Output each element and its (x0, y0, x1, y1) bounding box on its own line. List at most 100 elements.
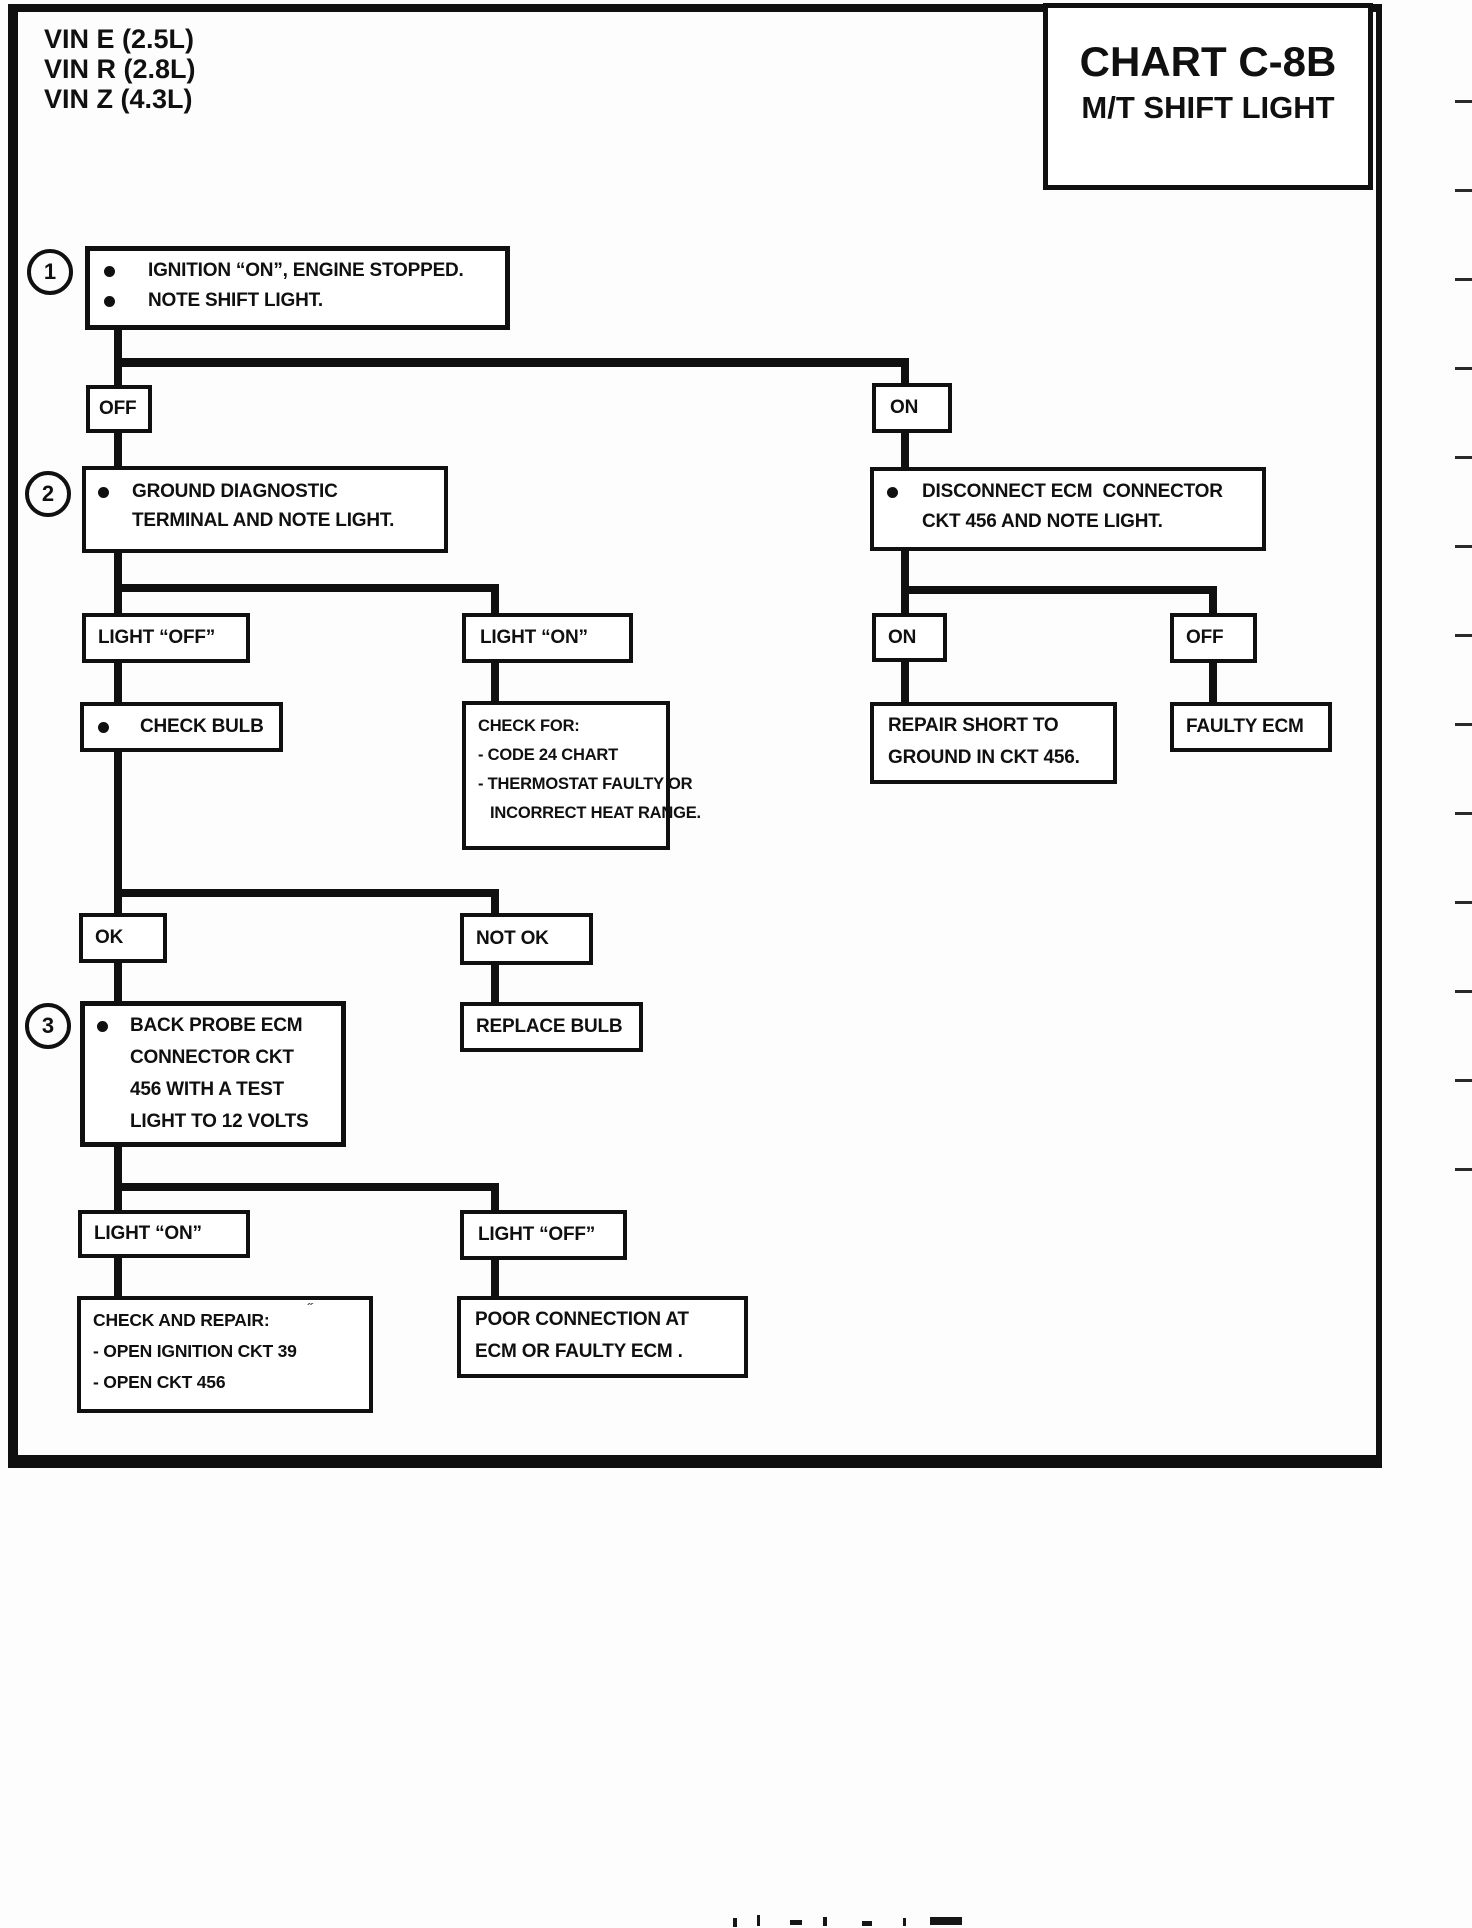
replace-bulb-label: REPLACE BULB (476, 1016, 623, 1037)
node-step2-line: TERMINAL AND NOTE LIGHT. (132, 510, 395, 531)
chart-title: CHART C-8B (1079, 38, 1337, 85)
node-check-and-repair: CHECK AND REPAIR: - OPEN IGNITION CKT 39… (77, 1296, 373, 1413)
connector-line (114, 584, 499, 592)
node-step3-line: 456 WITH A TEST (130, 1079, 284, 1100)
node-repair-short-line: GROUND IN CKT 456. (888, 747, 1080, 768)
connector-line (114, 963, 122, 1004)
connector-line (114, 328, 122, 360)
margin-tick (1455, 456, 1472, 459)
node-step3: BACK PROBE ECM CONNECTOR CKT 456 WITH A … (80, 1001, 346, 1147)
node-check-for-line: - CODE 24 CHART (478, 746, 619, 764)
node-disconnect-ecm-line: DISCONNECT ECM CONNECTOR (922, 481, 1223, 502)
cutoff-print-fragment (930, 1917, 962, 1925)
node-disconnect-ecm-line: CKT 456 AND NOTE LIGHT. (922, 511, 1163, 532)
branch-on-label: ON (890, 397, 919, 418)
connector-line (901, 365, 909, 385)
connector-line (901, 662, 909, 704)
node-repair-short-line: REPAIR SHORT TO (888, 715, 1059, 736)
step-badge-1: 1 (27, 249, 73, 295)
connector-line (901, 433, 909, 469)
node-poor-connection-line: POOR CONNECTION AT (475, 1309, 689, 1330)
bullet-dot (887, 486, 898, 498)
connector-line (491, 965, 499, 1004)
node-step1-line: IGNITION “ON”, ENGINE STOPPED. (148, 260, 464, 281)
node-replace-bulb: REPLACE BULB (460, 1002, 643, 1052)
node-branch-off: OFF (86, 385, 152, 433)
node-off-2: OFF (1170, 613, 1257, 663)
connector-line (114, 1183, 499, 1191)
node-poor-connection-line: ECM OR FAULTY ECM . (475, 1341, 683, 1362)
node-light-on-1: LIGHT “ON” (462, 613, 633, 663)
margin-tick (1455, 1079, 1472, 1082)
node-light-off-2: LIGHT “OFF” (460, 1210, 627, 1260)
branch-off-label: OFF (99, 398, 137, 419)
node-branch-on: ON (872, 383, 952, 433)
connector-line (114, 553, 122, 587)
connector-line (114, 1258, 122, 1298)
node-check-for-line: INCORRECT HEAT RANGE. (490, 804, 701, 822)
chart-outer-border (8, 4, 1382, 1468)
margin-tick (1455, 634, 1472, 637)
node-check-and-repair-line: CHECK AND REPAIR: (93, 1310, 270, 1330)
node-ok: OK (79, 913, 167, 963)
step-badge-1-label: 1 (43, 259, 57, 284)
node-check-and-repair-line: - OPEN IGNITION CKT 39 (93, 1341, 297, 1361)
on-label: ON (888, 626, 917, 648)
cutoff-print-fragment (790, 1920, 802, 1925)
connector-line (1209, 594, 1217, 615)
step-badge-2-label: 2 (41, 481, 55, 506)
bullet-dot (104, 295, 115, 307)
connector-line (901, 594, 909, 615)
connector-line (114, 1191, 122, 1212)
node-on-2: ON (872, 613, 947, 662)
node-check-for: CHECK FOR: - CODE 24 CHART - THERMOSTAT … (462, 701, 701, 850)
ok-label: OK (95, 927, 124, 948)
connector-line (114, 897, 122, 915)
cutoff-print-fragment (733, 1918, 737, 1927)
light-off-label: LIGHT “OFF” (478, 1224, 596, 1245)
cutoff-print-fragment (757, 1915, 760, 1926)
node-disconnect-ecm: DISCONNECT ECM CONNECTOR CKT 456 AND NOT… (870, 467, 1266, 551)
connector-line (901, 586, 1217, 594)
step-badge-3-label: 3 (41, 1013, 55, 1038)
node-faulty-ecm: FAULTY ECM (1170, 702, 1332, 752)
step-badge-2: 2 (25, 471, 71, 517)
connector-line (114, 1147, 122, 1187)
print-artifact-mark: ˝ (308, 1300, 313, 1316)
connector-line (1209, 663, 1217, 704)
light-off-label: LIGHT “OFF” (98, 627, 216, 648)
connector-line (114, 663, 122, 704)
connector-line (114, 592, 122, 615)
node-step1: IGNITION “ON”, ENGINE STOPPED. NOTE SHIF… (85, 246, 510, 330)
connector-line (114, 358, 909, 367)
margin-tick (1455, 1168, 1472, 1171)
cutoff-print-fragment (903, 1918, 906, 1926)
connector-line (491, 592, 499, 615)
node-step3-line: CONNECTOR CKT (130, 1047, 294, 1068)
margin-tick (1455, 367, 1472, 370)
node-step1-line: NOTE SHIFT LIGHT. (148, 290, 323, 311)
cutoff-print-fragment (862, 1921, 872, 1926)
step-badge-3: 3 (25, 1003, 71, 1049)
node-not-ok: NOT OK (460, 913, 593, 965)
margin-tick (1455, 278, 1472, 281)
node-step3-line: BACK PROBE ECM (130, 1015, 303, 1036)
margin-tick (1455, 545, 1472, 548)
light-on-label: LIGHT “ON” (480, 627, 588, 648)
connector-line (491, 663, 499, 703)
connector-line (491, 1260, 499, 1298)
margin-tick (1455, 189, 1472, 192)
node-check-and-repair-line: - OPEN CKT 456 (93, 1372, 226, 1392)
connector-line (901, 551, 909, 589)
node-repair-short: REPAIR SHORT TO GROUND IN CKT 456. (870, 702, 1117, 784)
bullet-dot (98, 721, 109, 733)
cutoff-print-fragment (823, 1917, 827, 1926)
margin-tick (1455, 901, 1472, 904)
margin-tick (1455, 990, 1472, 993)
connector-line (491, 897, 499, 915)
vin-line: VIN R (2.8L) (44, 54, 196, 84)
off-label: OFF (1186, 627, 1224, 648)
light-on-label: LIGHT “ON” (94, 1223, 202, 1244)
node-check-for-line: - THERMOSTAT FAULTY OR (478, 775, 693, 793)
